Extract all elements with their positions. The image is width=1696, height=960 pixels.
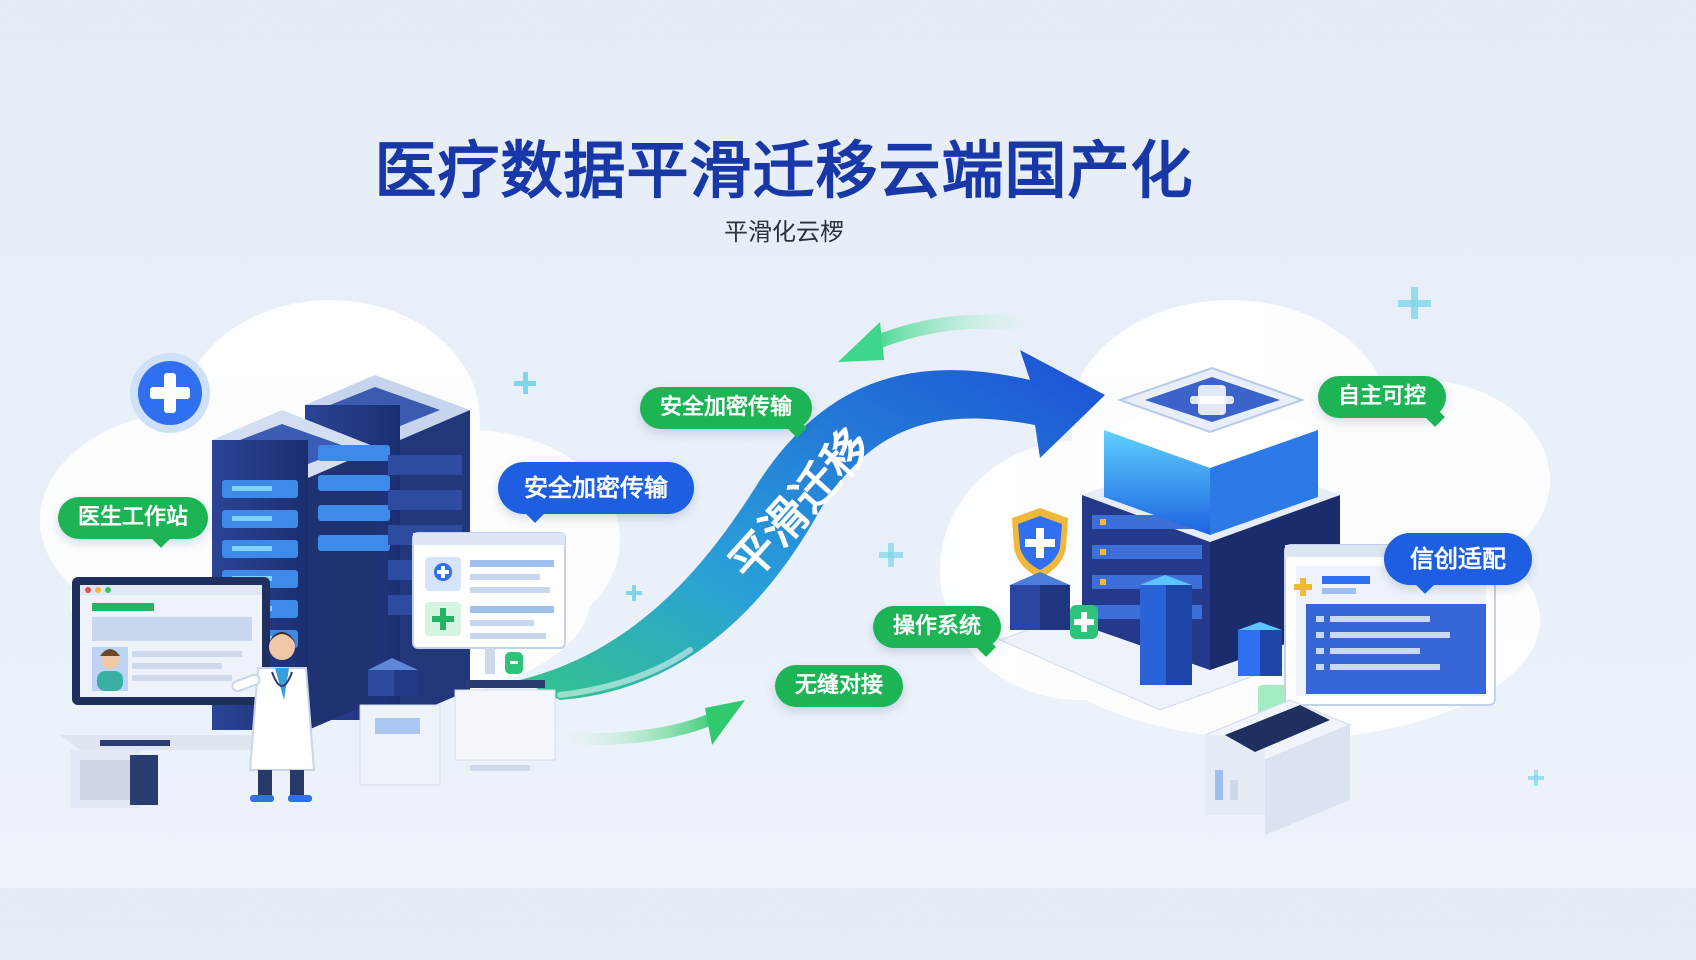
workstation-panel [412,532,566,674]
return-arrow [838,314,1067,362]
left-monitor [60,577,300,808]
sparkle-icon [514,287,1544,786]
label-operating-system: 操作系统 [873,606,1002,657]
label-seamless-connection: 无缝对接 [775,665,904,707]
label-doctor-workstation-text: 医生工作站 [78,505,189,530]
right-small-cubes [1070,575,1304,725]
page-title: 医疗数据平滑迁移云端国产化 [374,134,1194,207]
label-xinchuang-adaptation: 信创适配 [1384,533,1532,594]
label-doctor-workstation: 医生工作站 [58,497,209,548]
label-secure-transfer-top: 安全加密传输 [640,387,813,438]
shield-icon [1010,508,1070,630]
right-device-box [1203,699,1352,835]
medical-cross-icon [130,353,210,433]
label-independent-control: 自主可控 [1318,376,1447,427]
label-secure-transfer-main-text: 安全加密传输 [524,474,668,502]
label-independent-control-text: 自主可控 [1338,384,1427,409]
doctor-figure [231,632,316,802]
left-small-devices [359,658,556,786]
bottom-arrow [534,700,745,745]
label-seamless-connection-text: 无缝对接 [795,673,884,698]
label-operating-system-text: 操作系统 [893,614,982,639]
label-secure-transfer-top-text: 安全加密传输 [660,395,793,420]
label-xinchuang-adaptation-text: 信创适配 [1410,545,1506,573]
right-document-window [1284,544,1496,706]
page-subtitle: 平滑化云椤 [724,218,844,246]
migration-arrow [520,350,1105,700]
label-secure-transfer-main: 安全加密传输 [498,462,694,523]
